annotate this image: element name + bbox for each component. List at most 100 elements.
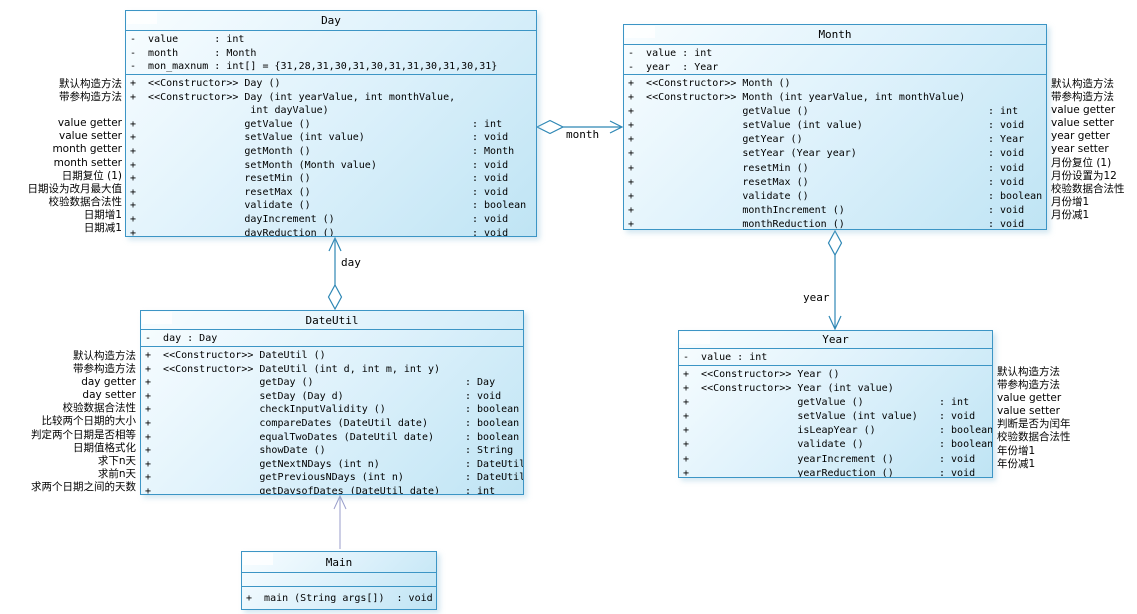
class-dateutil[interactable]: DateUtil - day : Day + <<Constructor>> D…	[140, 310, 524, 495]
attribute-row: - day : Day	[145, 333, 218, 344]
attribute-row: - value : int	[683, 352, 768, 363]
class-year[interactable]: Year - value : int + <<Constructor>> Yea…	[678, 330, 993, 478]
method-row: + <<Constructor>> Month ()	[628, 78, 791, 89]
method-row: + isLeapYear (): boolean	[683, 425, 992, 437]
class-day[interactable]: Day - value : int- month : Month- mon_ma…	[125, 10, 537, 237]
method-row: + getNextNDays (int n): DateUtil	[145, 458, 523, 470]
method-row: + <<Constructor>> Day ()	[130, 78, 281, 89]
annotation-line: day getter	[81, 376, 136, 389]
method-row: + <<Constructor>> DateUtil (int d, int m…	[145, 363, 441, 375]
class-month[interactable]: Month - value : int- year : Year + <<Con…	[623, 24, 1047, 230]
method-row: + resetMax (): void	[130, 186, 509, 198]
aggregation-month-year[interactable]	[827, 229, 843, 331]
annotation-line: 日期增1	[83, 208, 122, 221]
annotation-line: year getter	[1051, 130, 1110, 143]
class-month-methods: + <<Constructor>> Month ()+ <<Constructo…	[624, 75, 1046, 229]
annotation-line: day setter	[82, 389, 136, 402]
association-label-month: month	[566, 128, 600, 141]
method-row: + equalTwoDates (DateUtil date): boolean	[145, 431, 520, 443]
annotation-line: month getter	[52, 143, 122, 156]
method-row: + yearReduction (): void	[683, 467, 976, 477]
annotation-line: 月份复位 (1)	[1051, 156, 1112, 169]
annotation-line: value getter	[997, 392, 1062, 405]
annotation-line: 月份增1	[1051, 195, 1090, 208]
annotation-line: 校验数据合法性	[1051, 182, 1125, 195]
annotation-line: 默认构造方法	[1051, 78, 1114, 90]
method-row: + validate (): boolean	[130, 200, 527, 212]
annotation-line: value setter	[59, 130, 122, 143]
method-row: + main (String args[]) : void	[246, 593, 433, 604]
class-name-label: Year	[822, 333, 849, 346]
method-row: int dayValue)	[130, 105, 329, 117]
method-row: + <<Constructor>> Year (int value)	[683, 383, 894, 395]
annotation-line: value getter	[57, 117, 122, 130]
class-dateutil-title: DateUtil	[141, 311, 523, 330]
annotation-line: 判定两个日期是否相等	[31, 428, 136, 441]
class-day-attributes: - value : int- month : Month- mon_maxnum…	[126, 31, 536, 75]
class-day-title: Day	[126, 11, 536, 31]
annotation-line: month setter	[53, 156, 122, 169]
attribute-row	[246, 575, 436, 586]
annotation-line: 比较两个日期的大小	[41, 415, 137, 428]
annotation-line: 判断是否为闰年	[997, 418, 1071, 431]
method-row: + getYear (): Year	[628, 134, 1025, 146]
method-row: + setValue (int value): void	[628, 120, 1025, 132]
class-year-methods: + <<Constructor>> Year () + <<Constructor…	[679, 366, 992, 477]
method-row: + validate (): boolean	[628, 190, 1043, 202]
annotation-line: 年份减1	[997, 457, 1036, 470]
method-row: + checkInputValidity (): boolean	[145, 404, 520, 416]
method-row: + getDaysofDates (DateUtil date): int	[145, 485, 496, 494]
annotation-line: 日期复位 (1)	[61, 169, 122, 182]
annotation-line: 日期减1	[83, 222, 122, 235]
method-row: + getPreviousNDays (int n): DateUtil	[145, 472, 523, 484]
method-row: + monthReduction (): void	[628, 218, 1025, 229]
attribute-row: - value : int	[628, 48, 713, 59]
class-month-title: Month	[624, 25, 1046, 45]
method-row: + <<Constructor>> Day (int yearValue, in…	[130, 91, 456, 103]
method-row: + resetMax (): void	[628, 176, 1025, 188]
class-main-methods: + main (String args[]) : void	[242, 587, 436, 609]
annotation-line	[0, 104, 122, 117]
class-main[interactable]: Main + main (String args[]) : void	[241, 551, 437, 610]
annotation-line: 带参构造方法	[997, 379, 1060, 392]
annotation-line: 日期设为改月最大值	[27, 182, 123, 195]
class-month-attributes: - value : int- year : Year	[624, 45, 1046, 75]
title-highlight	[625, 26, 655, 38]
annotation-line: 默认构造方法	[997, 366, 1060, 378]
method-row: + setValue (int value): void	[130, 132, 509, 144]
method-row: + resetMin (): void	[130, 173, 509, 185]
aggregation-dateutil-day[interactable]	[327, 236, 343, 311]
annotation-line: 求前n天	[97, 467, 136, 480]
class-name-label: Day	[321, 14, 341, 27]
method-row: + validate (): boolean	[683, 439, 992, 451]
annotation-line: 带参构造方法	[59, 91, 122, 104]
annotation-line: 校验数据合法性	[62, 402, 137, 415]
annotation-line: 校验数据合法性	[997, 431, 1071, 444]
method-row: + <<Constructor>> Year ()	[683, 369, 840, 380]
annotation-line: 带参构造方法	[73, 363, 136, 376]
annotation-line: 日期值格式化	[73, 441, 136, 454]
class-name-label: Main	[325, 555, 353, 569]
association-main-dateutil[interactable]	[333, 494, 347, 549]
method-row: + setValue (int value): void	[683, 411, 976, 423]
method-row: + <<Constructor>> DateUtil ()	[145, 350, 326, 361]
annotation-line: 年份增1	[997, 444, 1036, 457]
method-row: + yearIncrement (): void	[683, 453, 976, 465]
class-dateutil-methods: + <<Constructor>> DateUtil () + <<Constru…	[141, 347, 523, 494]
annotation-line: value getter	[1051, 104, 1116, 117]
attribute-row: - mon_maxnum : int[] = {31,28,31,30,31,3…	[130, 61, 498, 73]
class-year-attributes: - value : int	[679, 349, 992, 366]
annotation-line: 默认构造方法	[73, 350, 136, 362]
class-dateutil-attributes: - day : Day	[141, 330, 523, 347]
method-row: + compareDates (DateUtil date): boolean	[145, 417, 520, 429]
annotation-line: value setter	[997, 405, 1060, 418]
annotation-line: 求下n天	[97, 454, 136, 467]
annotation-line: value setter	[1051, 117, 1114, 130]
method-row: + getMonth (): Month	[130, 145, 515, 157]
method-row: + showDate (): String	[145, 445, 514, 457]
